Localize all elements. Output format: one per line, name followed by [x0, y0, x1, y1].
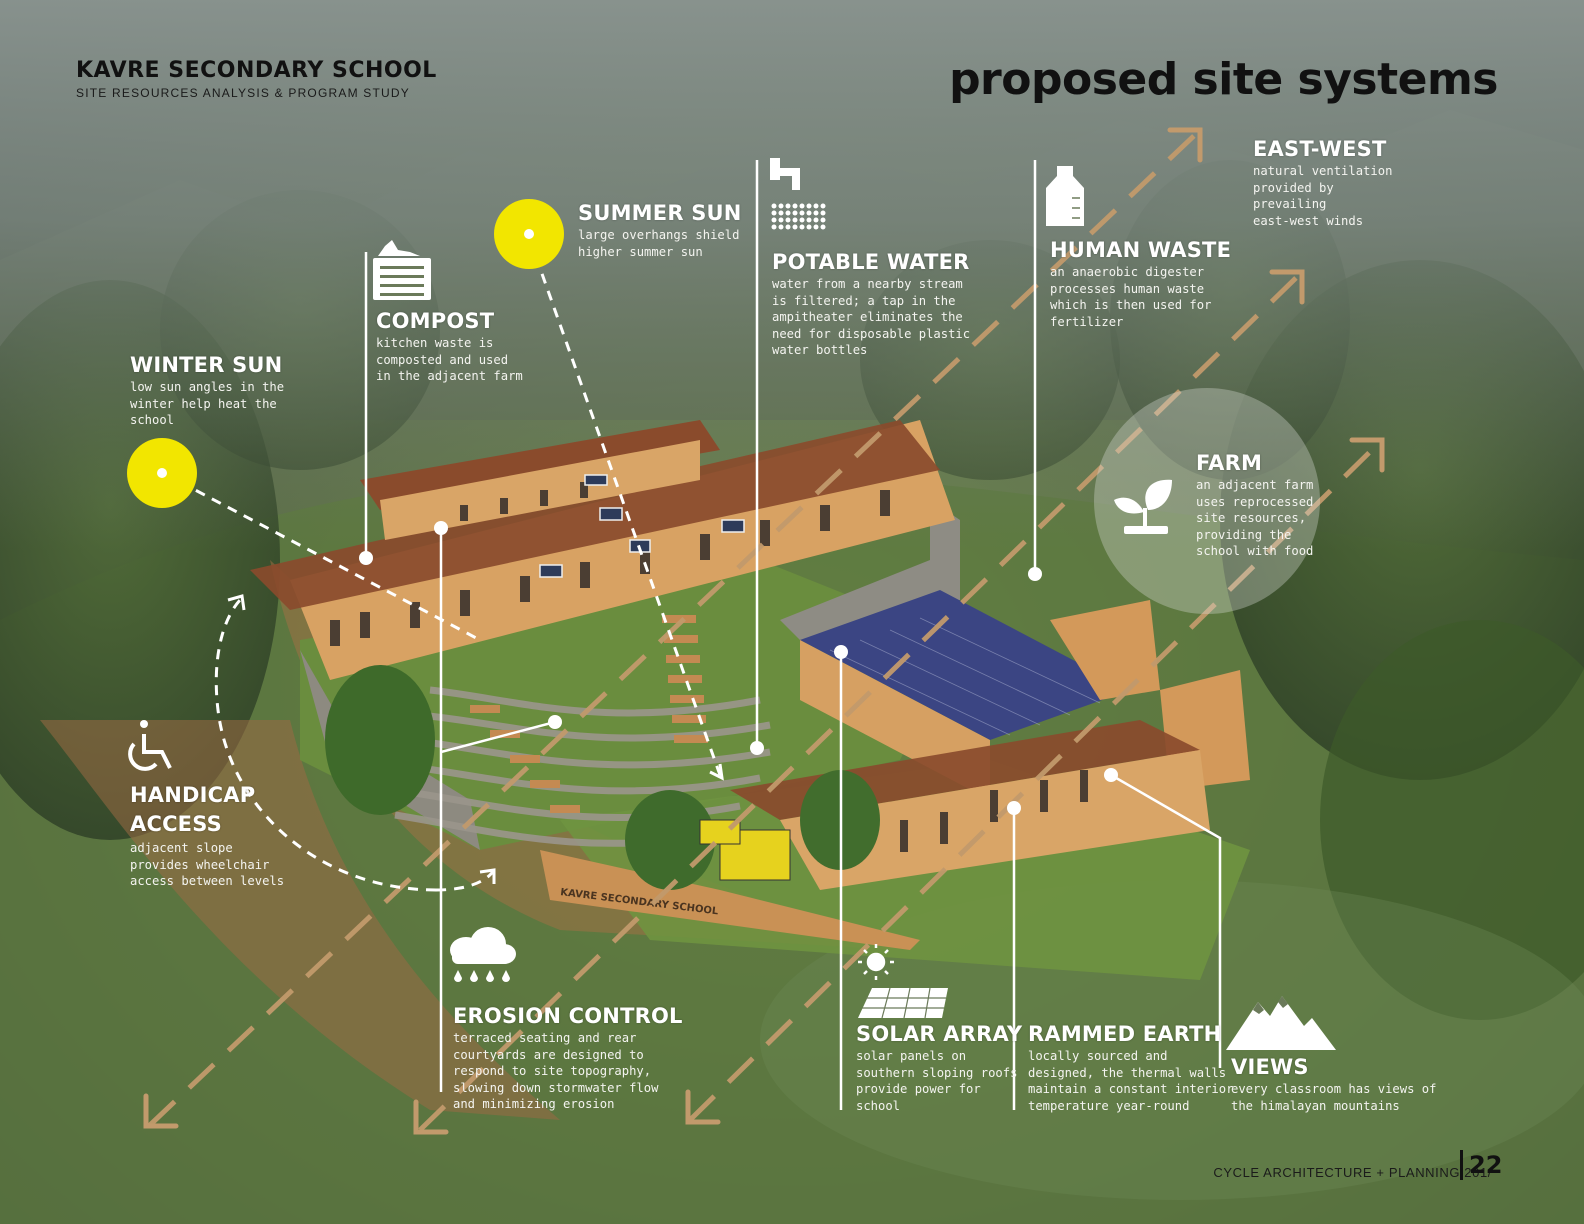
- handicap-access-desc: adjacent slope provides wheelchair acces…: [130, 841, 285, 889]
- faucet-water-icon: [770, 158, 826, 230]
- erosion-control-desc: terraced seating and rear courtyards are…: [453, 1031, 659, 1112]
- potable-water-label: POTABLE WATER water from a nearby stream…: [772, 249, 970, 359]
- compost-bin-icon: [373, 240, 431, 300]
- summer-sun-desc: large overhangs shield higher summer sun: [578, 228, 740, 259]
- east-west-heading: EAST-WEST: [1253, 137, 1387, 161]
- sun-icon: [858, 944, 894, 980]
- winter-sun-desc: low sun angles in the winter help heat t…: [130, 380, 285, 428]
- solar-panel-icon: [858, 987, 948, 1019]
- solar-array-desc: solar panels on southern sloping roofs p…: [856, 1049, 1018, 1113]
- farm-label: FARM an adjacent farm uses reprocessed s…: [1196, 450, 1313, 560]
- potable-water-heading: POTABLE WATER: [772, 250, 970, 274]
- handicap-access-label: HANDICAP ACCESS adjacent slope provides …: [130, 781, 284, 890]
- compost-heading: COMPOST: [376, 309, 495, 333]
- human-waste-heading: HUMAN WASTE: [1050, 238, 1232, 262]
- summer-sun-heading: SUMMER SUN: [578, 201, 742, 225]
- views-desc: every classroom has views of the himalay…: [1231, 1082, 1437, 1113]
- views-heading: VIEWS: [1231, 1055, 1309, 1079]
- header-title: KAVRE SECONDARY SCHOOL: [76, 58, 437, 83]
- header-subtitle: SITE RESOURCES ANALYSIS & PROGRAM STUDY: [76, 86, 410, 100]
- compost-label: COMPOST kitchen waste is composted and u…: [376, 308, 523, 385]
- erosion-control-heading: EROSION CONTROL: [453, 1004, 683, 1028]
- rammed-earth-heading: RAMMED EARTH: [1028, 1022, 1222, 1046]
- farm-heading: FARM: [1196, 451, 1263, 475]
- compost-desc: kitchen waste is composted and used in t…: [376, 336, 523, 384]
- water-jug-icon: [1046, 166, 1084, 226]
- winter-sun-heading: WINTER SUN: [130, 353, 283, 377]
- page-title: proposed site systems: [949, 54, 1498, 105]
- page-number: 22: [1460, 1150, 1502, 1180]
- solar-array-label: SOLAR ARRAY solar panels on southern slo…: [856, 1021, 1022, 1114]
- wheelchair-icon: [128, 720, 172, 771]
- human-waste-label: HUMAN WASTE an anaerobic digester proces…: [1050, 237, 1231, 330]
- rain-cloud-icon: [450, 927, 516, 982]
- footer-text: CYCLE ARCHITECTURE + PLANNING 201/: [1213, 1165, 1492, 1180]
- erosion-control-label: EROSION CONTROL terraced seating and rea…: [453, 1003, 683, 1113]
- east-west-label: EAST-WEST natural ventilation provided b…: [1253, 136, 1392, 229]
- rammed-earth-desc: locally sourced and designed, the therma…: [1028, 1049, 1234, 1113]
- rammed-earth-label: RAMMED EARTH locally sourced and designe…: [1028, 1021, 1233, 1114]
- human-waste-desc: an anaerobic digester processes human wa…: [1050, 265, 1212, 329]
- potable-water-desc: water from a nearby stream is filtered; …: [772, 277, 971, 358]
- farm-desc: an adjacent farm uses reprocessed site r…: [1196, 478, 1314, 559]
- plant-sprout-icon: [1114, 479, 1172, 534]
- solar-array-heading: SOLAR ARRAY: [856, 1022, 1023, 1046]
- east-west-desc: natural ventilation provided by prevaili…: [1253, 164, 1393, 228]
- handicap-access-heading: HANDICAP ACCESS: [130, 783, 256, 836]
- mountains-icon: [1226, 996, 1336, 1050]
- summer-sun-label: SUMMER SUN large overhangs shield higher…: [578, 200, 742, 260]
- views-label: VIEWS every classroom has views of the h…: [1231, 1054, 1436, 1114]
- winter-sun-label: WINTER SUN low sun angles in the winter …: [130, 352, 284, 429]
